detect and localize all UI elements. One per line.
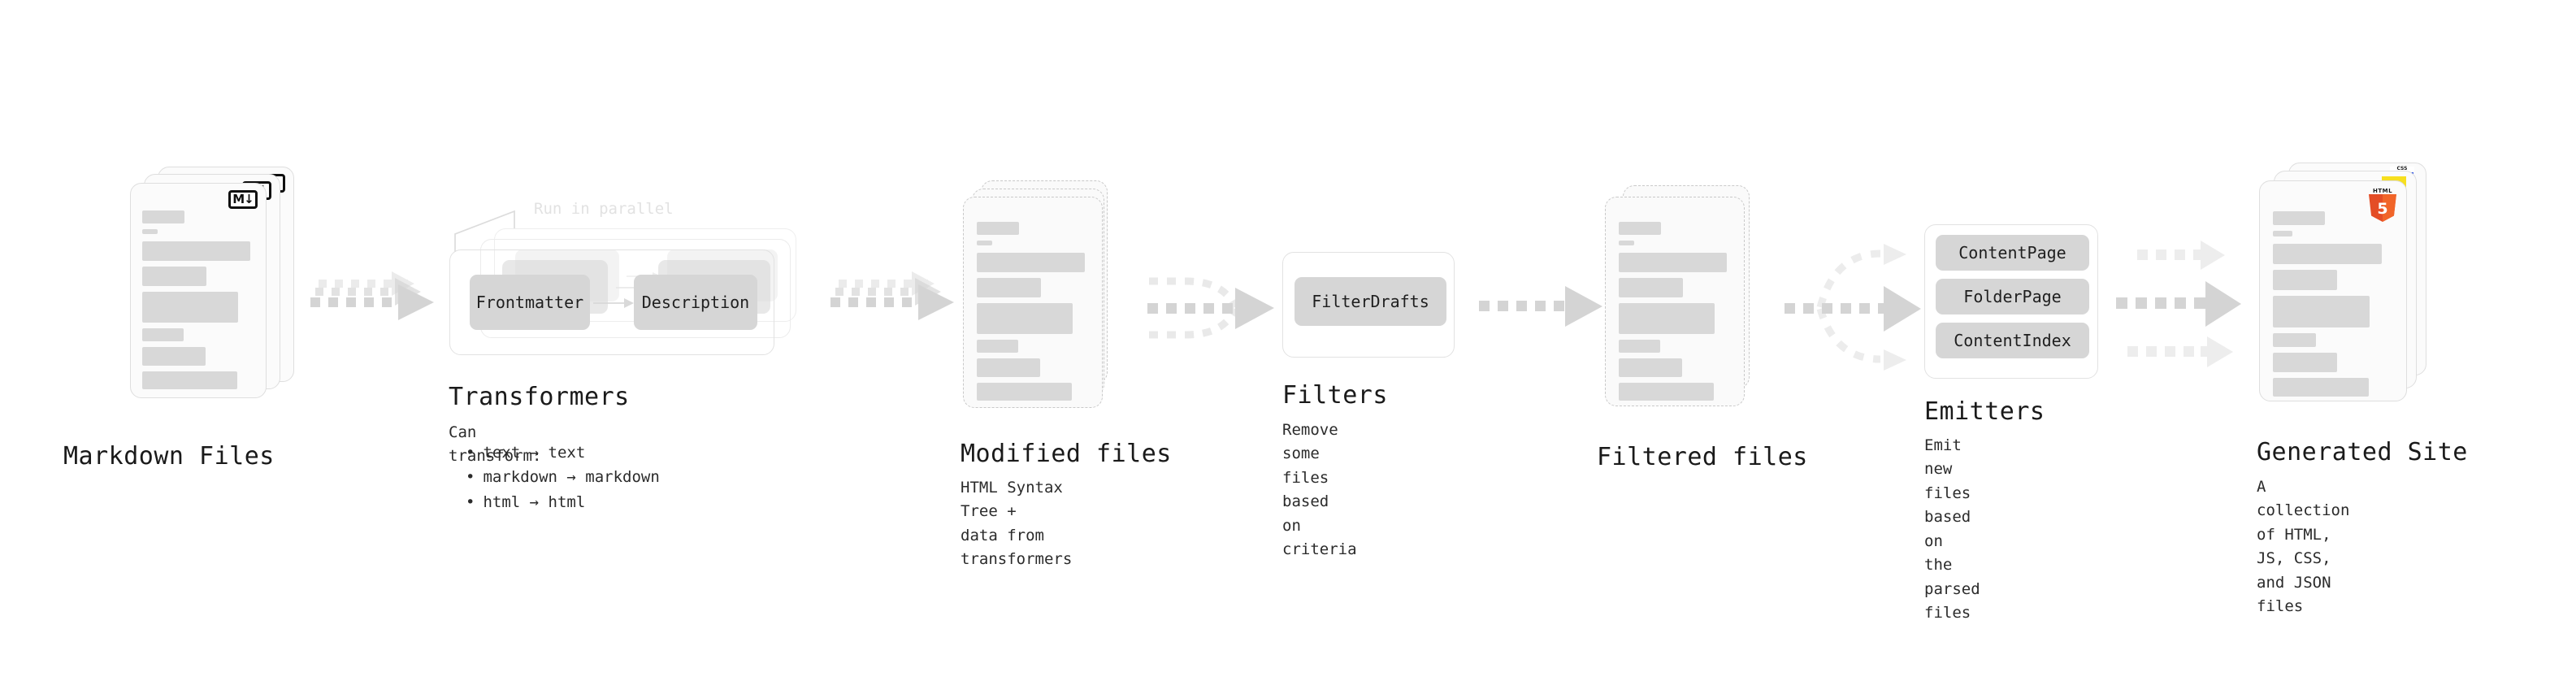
stage-heading: Modified files	[961, 440, 1172, 468]
stage-heading: Emitters	[1924, 397, 2045, 426]
skeleton-content	[977, 222, 1091, 406]
stage-subtext: Emit new files based on the parsed files	[1924, 436, 1980, 622]
skeleton-bar	[1619, 278, 1683, 297]
connector-emitters-to-site	[2116, 241, 2241, 367]
connector-markdown-to-transformers	[310, 271, 434, 320]
connector-modified-to-filters	[1147, 277, 1274, 339]
skeleton-bar	[977, 253, 1085, 272]
emitters-group: ContentPage FolderPage ContentIndex	[1924, 224, 2098, 379]
skeleton-content	[142, 210, 255, 395]
stage-subtext: A collection of HTML, JS, CSS, and JSON …	[2257, 478, 2350, 616]
stage-subtext: Remove some files based on criteria	[1282, 421, 1357, 559]
skeleton-bar	[142, 347, 206, 366]
skeleton-bar	[2273, 270, 2337, 290]
emitter-chip-label: ContentIndex	[1954, 331, 2071, 350]
skeleton-bar	[977, 222, 1019, 235]
stage-heading: Filtered files	[1597, 443, 1808, 471]
skeleton-bar	[1619, 383, 1714, 401]
generated-site-stack: CSS HTML 5	[2259, 163, 2430, 406]
transformer-chip-label: Description	[641, 293, 750, 312]
skeleton-bar	[977, 358, 1040, 377]
parallel-bracket	[454, 210, 515, 252]
skeleton-bar	[1619, 303, 1715, 334]
file-card-front: HTML 5	[2259, 180, 2407, 401]
skeleton-bar	[142, 241, 250, 261]
markdown-badge: M↓	[228, 190, 258, 209]
stage-heading: Generated Site	[2257, 438, 2468, 466]
connector-filters-to-filtered	[1479, 286, 1602, 327]
transformer-chip-frontmatter[interactable]: Frontmatter	[470, 275, 590, 330]
skeleton-bar	[2273, 244, 2382, 264]
skeleton-content	[2273, 211, 2396, 402]
modified-file-stack	[963, 180, 1134, 424]
skeleton-bar	[2273, 211, 2325, 225]
skeleton-bar	[2273, 378, 2369, 397]
file-card-front	[1605, 197, 1745, 406]
skeleton-bar	[977, 383, 1072, 401]
filtered-file-stack	[1605, 185, 1776, 429]
stage-heading: Markdown Files	[63, 442, 275, 471]
file-card-front: M↓	[130, 183, 267, 398]
emitter-chip-label: FolderPage	[1963, 287, 2062, 306]
skeleton-bar	[2273, 353, 2337, 372]
skeleton-bar	[142, 371, 237, 389]
filters-group: FilterDrafts	[1282, 252, 1455, 358]
skeleton-bar	[1619, 340, 1660, 353]
filter-chip-label: FilterDrafts	[1312, 292, 1429, 311]
skeleton-bar	[142, 267, 206, 286]
transformer-group-front: Frontmatter Description	[449, 249, 774, 355]
skeleton-bar	[977, 340, 1018, 353]
markdown-file-stack: M↓ M↓ M↓	[130, 167, 301, 410]
filter-chip-filterdrafts[interactable]: FilterDrafts	[1295, 277, 1446, 326]
stage-subtext: HTML Syntax Tree + data from transformer…	[961, 479, 1073, 569]
skeleton-bar	[1619, 253, 1727, 272]
skeleton-bar	[2273, 296, 2370, 327]
skeleton-bar	[977, 241, 992, 245]
emitter-chip-contentindex[interactable]: ContentIndex	[1936, 323, 2089, 358]
skeleton-content	[1619, 222, 1733, 406]
html5-badge: HTML 5	[2368, 188, 2397, 222]
transform-arrow	[593, 298, 634, 308]
emitter-chip-label: ContentPage	[1958, 243, 2066, 262]
skeleton-bar	[142, 292, 238, 323]
transformer-chip-label: Frontmatter	[475, 293, 584, 312]
list-item: markdown → markdown	[466, 465, 659, 489]
stage-heading: Filters	[1282, 381, 1388, 410]
emitter-chip-contentpage[interactable]: ContentPage	[1936, 235, 2089, 271]
skeleton-bar	[1619, 358, 1682, 377]
connector-transformers-to-modified	[830, 271, 954, 320]
skeleton-bar	[977, 278, 1041, 297]
stage-heading: Transformers	[449, 383, 630, 411]
skeleton-bar	[977, 303, 1073, 334]
parallel-label: Run in parallel	[534, 200, 674, 218]
transformer-chip-description[interactable]: Description	[634, 275, 757, 330]
list-item: text → text	[466, 440, 660, 465]
transform-capability-list: text → text markdown → markdown html → h…	[466, 440, 660, 514]
file-card-front	[963, 197, 1103, 408]
skeleton-bar	[2273, 231, 2292, 236]
skeleton-bar	[142, 328, 184, 341]
list-item: html → html	[466, 490, 660, 514]
connector-filtered-to-emitters	[1785, 244, 1921, 371]
emitter-chip-folderpage[interactable]: FolderPage	[1936, 279, 2089, 314]
skeleton-bar	[2273, 333, 2316, 347]
skeleton-bar	[1619, 241, 1634, 245]
skeleton-bar	[142, 210, 184, 223]
skeleton-bar	[1619, 222, 1661, 235]
skeleton-bar	[142, 229, 158, 234]
